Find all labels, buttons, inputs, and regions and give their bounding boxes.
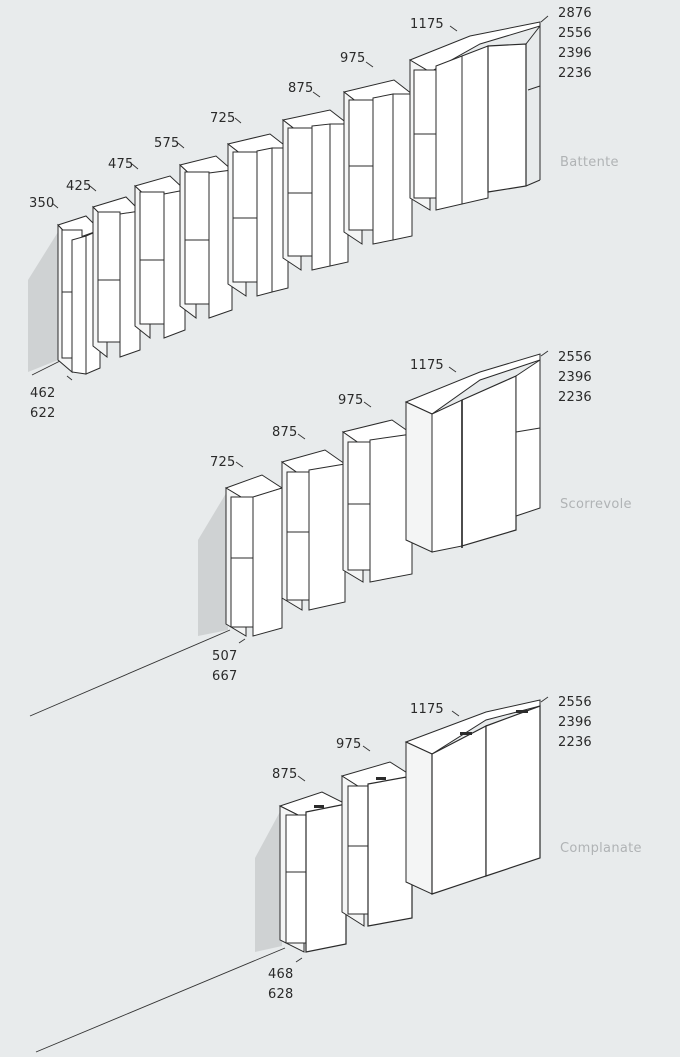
battente-height-tick — [540, 15, 549, 23]
complanate-width-tick — [362, 745, 371, 752]
scorrevole-height-label: 2236 — [558, 390, 592, 405]
cabinet-1175 — [408, 21, 541, 211]
battente-width-tick — [234, 117, 242, 124]
scorrevole-system-label: Scorrevole — [560, 497, 632, 512]
battente-height-label: 2556 — [558, 26, 592, 41]
battente-width-label: 475 — [108, 157, 133, 172]
scorrevole-depth-tick — [238, 638, 246, 644]
battente-width-tick — [365, 61, 374, 68]
scorrevole-width-tick — [363, 401, 372, 408]
battente-width-tick — [312, 91, 321, 98]
complanate-width-label: 975 — [336, 737, 361, 752]
complanate-system-label: Complanate — [560, 841, 642, 856]
battente-depth-tick — [66, 375, 73, 381]
battente-height-label: 2236 — [558, 66, 592, 81]
cabinet-1175 — [404, 353, 541, 553]
battente-width-label: 875 — [288, 81, 313, 96]
scorrevole-height-label: 2396 — [558, 370, 592, 385]
complanate-section: 875 975 1175 2556 2396 2236 468 628 Comp… — [35, 695, 642, 1053]
battente-section: 350 425 475 575 725 875 975 1175 2876 25… — [28, 6, 619, 421]
battente-height-label: 2876 — [558, 6, 592, 21]
battente-width-tick — [131, 163, 139, 170]
complanate-height-label: 2396 — [558, 715, 592, 730]
scorrevole-width-tick — [235, 461, 244, 468]
cabinet-1175 — [404, 699, 541, 895]
battente-width-label: 350 — [29, 196, 54, 211]
battente-height-label: 2396 — [558, 46, 592, 61]
cabinet-575 — [178, 155, 234, 319]
complanate-depth-label: 628 — [268, 987, 293, 1002]
cabinet-875 — [280, 449, 347, 611]
complanate-depth-label: 468 — [268, 967, 293, 982]
cabinet-475 — [134, 175, 186, 340]
cabinet-875 — [278, 791, 348, 953]
battente-width-tick — [51, 202, 59, 209]
scorrevole-width-label: 725 — [210, 455, 235, 470]
complanate-width-tick — [297, 775, 306, 782]
cabinet-975 — [340, 761, 414, 927]
battente-depth-label: 622 — [30, 406, 55, 421]
scorrevole-depth-label: 507 — [212, 649, 237, 664]
battente-width-label: 425 — [66, 179, 91, 194]
battente-width-tick — [449, 25, 458, 32]
scorrevole-width-tick — [448, 366, 457, 373]
cabinet-425 — [92, 196, 141, 359]
battente-width-label: 575 — [154, 136, 179, 151]
scorrevole-width-tick — [297, 433, 306, 440]
complanate-height-label: 2556 — [558, 695, 592, 710]
battente-system-label: Battente — [560, 155, 619, 170]
complanate-width-label: 875 — [272, 767, 297, 782]
scorrevole-height-label: 2556 — [558, 350, 592, 365]
cabinet-975 — [342, 79, 414, 245]
cabinet-725 — [226, 133, 290, 297]
scorrevole-width-label: 1175 — [410, 358, 444, 373]
scorrevole-section: 725 875 975 1175 2556 2396 2236 507 667 … — [29, 350, 632, 717]
battente-width-tick — [177, 142, 185, 149]
battente-width-label: 725 — [210, 111, 235, 126]
complanate-width-tick — [451, 710, 460, 717]
complanate-width-label: 1175 — [410, 702, 444, 717]
complanate-height-tick — [540, 696, 549, 703]
battente-width-label: 1175 — [410, 17, 444, 32]
cabinet-875 — [281, 109, 350, 271]
cabinet-975 — [341, 419, 414, 583]
scorrevole-depth-label: 667 — [212, 669, 237, 684]
battente-width-tick — [89, 185, 97, 192]
complanate-depth-tick — [295, 957, 303, 963]
scorrevole-width-label: 875 — [272, 425, 297, 440]
scorrevole-height-tick — [540, 350, 549, 357]
battente-depth-label: 462 — [30, 386, 55, 401]
scorrevole-width-label: 975 — [338, 393, 363, 408]
battente-width-label: 975 — [340, 51, 365, 66]
cabinet-725 — [224, 474, 284, 637]
complanate-height-label: 2236 — [558, 735, 592, 750]
